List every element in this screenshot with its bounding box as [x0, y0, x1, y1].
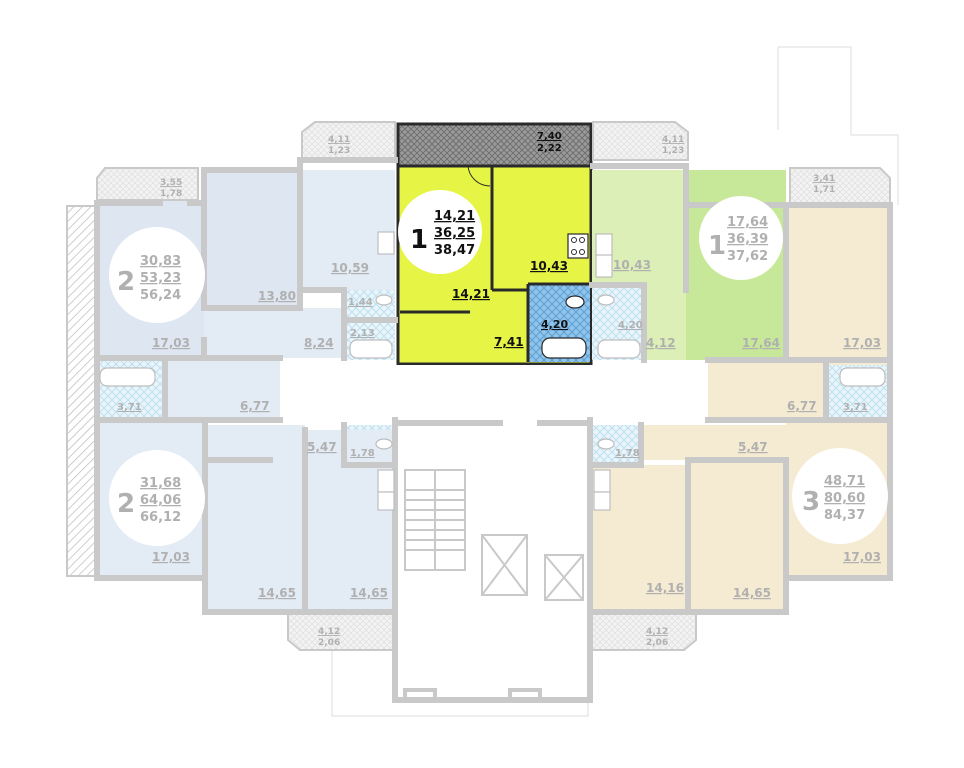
- label: 10,59: [331, 261, 369, 275]
- apt-living: 17,64: [727, 215, 768, 230]
- label: 5,47: [307, 440, 337, 454]
- apt-living: 14,21: [434, 209, 475, 224]
- apt-with-balcony: 37,62: [727, 249, 768, 264]
- stairwell: [403, 469, 584, 702]
- label: 8,24: [304, 336, 334, 350]
- label: 4,12: [646, 627, 668, 637]
- label: 2,06: [646, 638, 668, 648]
- label: 1,78: [350, 448, 375, 459]
- walls: [94, 157, 893, 703]
- bath-area-label: 4,20: [541, 318, 568, 331]
- label: 5,47: [738, 440, 768, 454]
- apt-total: 36,25: [434, 226, 475, 241]
- label: 3,41: [813, 174, 835, 184]
- room-labels: 3,55 1,78 4,11 1,23 4,11 1,23 3,41 1,71 …: [117, 135, 881, 648]
- label: 14,16: [646, 581, 684, 595]
- apt-with-balcony: 38,47: [434, 243, 475, 258]
- label: 1,71: [813, 185, 835, 195]
- apt-badge-right-green: 1 17,64 36,39 37,62: [699, 196, 783, 280]
- label: 2,13: [350, 328, 375, 339]
- balconies: [96, 121, 891, 651]
- label: 2,06: [318, 638, 340, 648]
- label: 1,78: [615, 448, 640, 459]
- label: 14,65: [258, 586, 296, 600]
- label: 17,03: [843, 336, 881, 350]
- fixtures: [99, 231, 886, 511]
- label: 4,11: [328, 135, 350, 145]
- highlight-room-labels: 7,40 2,22 14,21 10,43 4,20 7,41: [452, 131, 568, 349]
- corridor: [280, 365, 708, 423]
- left-loggia-hatch: [66, 205, 98, 577]
- apt-total: 53,23: [140, 271, 181, 286]
- apartment-right-top-beige: [708, 205, 890, 420]
- label: 1,23: [662, 146, 684, 156]
- apt-badge-left-top: 2 30,83 53,23 56,24: [109, 227, 205, 323]
- apt-badge-center: 1 14,21 36,25 38,47: [398, 190, 482, 274]
- label: 4,12: [646, 336, 676, 350]
- label: 4,12: [318, 627, 340, 637]
- label: 1,78: [160, 189, 182, 199]
- apt-total: 80,60: [824, 491, 865, 506]
- apt-with-balcony: 66,12: [140, 510, 181, 525]
- label: 1,44: [348, 297, 373, 308]
- apt-with-balcony: 84,37: [824, 508, 865, 523]
- label: 6,77: [240, 399, 270, 413]
- apt-with-balcony: 56,24: [140, 288, 181, 303]
- label: 14,65: [350, 586, 388, 600]
- label: 17,64: [742, 336, 780, 350]
- label: 3,71: [117, 402, 142, 413]
- apt-rooms: 3: [802, 487, 820, 517]
- label: 10,43: [613, 258, 651, 272]
- balcony-area2-label: 2,22: [537, 143, 562, 154]
- label: 6,77: [787, 399, 817, 413]
- label: 13,80: [258, 289, 296, 303]
- room-area-label: 14,21: [452, 287, 490, 301]
- kitchen-area-label: 10,43: [530, 259, 568, 273]
- label: 17,03: [152, 550, 190, 564]
- apt-total: 36,39: [727, 232, 768, 247]
- apt-living: 31,68: [140, 476, 181, 491]
- apt-rooms: 1: [410, 225, 428, 255]
- label: 4,20: [618, 320, 643, 331]
- apt-total: 64,06: [140, 493, 181, 508]
- apt-living: 48,71: [824, 474, 865, 489]
- label: 4,11: [662, 135, 684, 145]
- apt-rooms: 1: [708, 231, 726, 261]
- apt-badge-right-bottom: 3 48,71 80,60 84,37: [792, 448, 888, 544]
- apt-rooms: 2: [117, 267, 135, 297]
- balcony-area-label: 7,40: [537, 131, 562, 142]
- apt-badge-left-bottom: 2 31,68 64,06 66,12: [109, 450, 205, 546]
- apt-living: 30,83: [140, 254, 181, 269]
- label: 3,55: [160, 178, 182, 188]
- label: 17,03: [152, 336, 190, 350]
- apt-rooms: 2: [117, 489, 135, 519]
- hall-area-label: 7,41: [494, 335, 524, 349]
- apartment-center-highlight: [396, 122, 593, 387]
- label: 14,65: [733, 586, 771, 600]
- label: 17,03: [843, 550, 881, 564]
- label: 3,71: [843, 402, 868, 413]
- label: 1,23: [328, 146, 350, 156]
